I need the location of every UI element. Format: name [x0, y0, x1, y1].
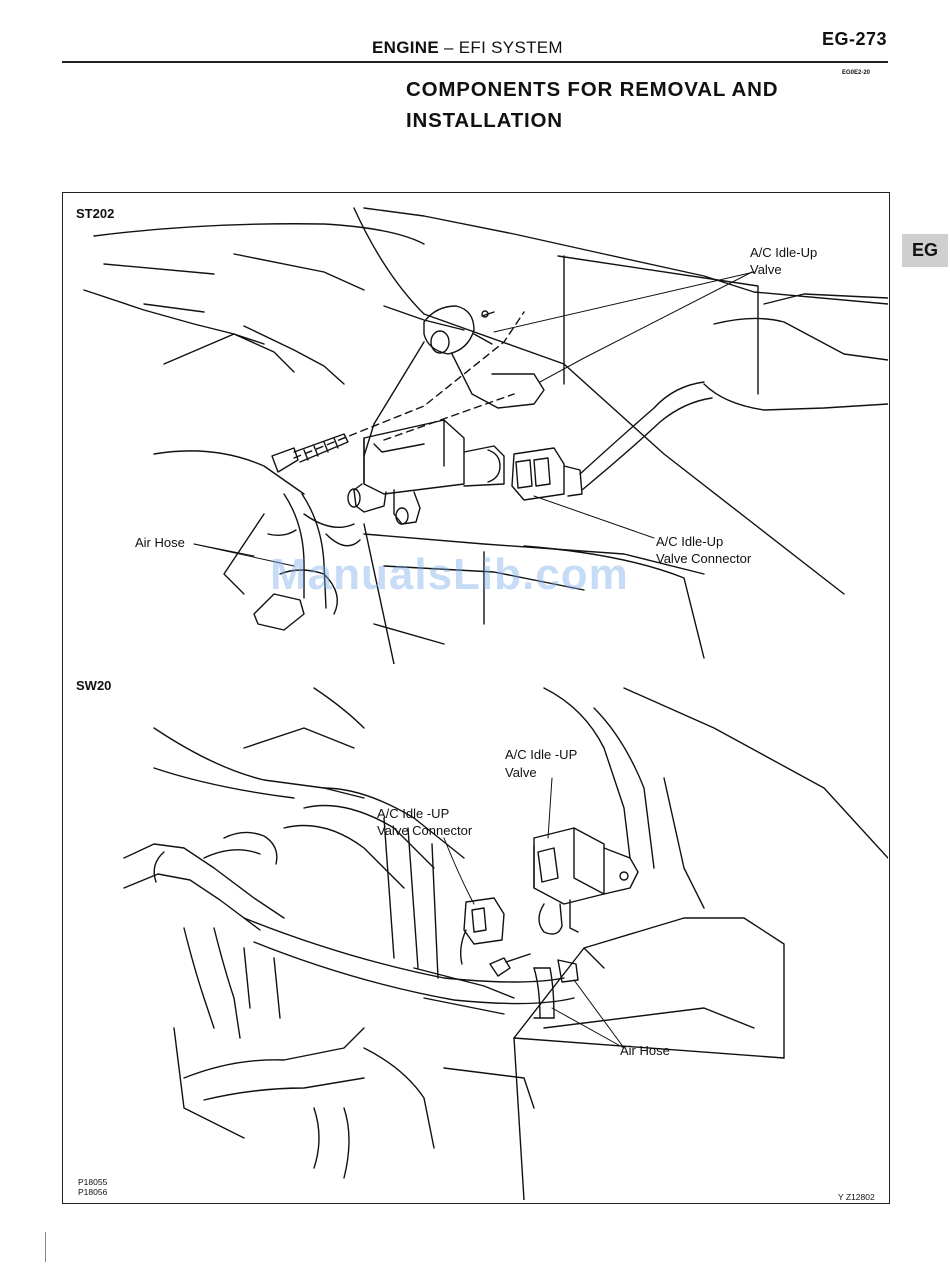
watermark-text: ManualsLib.com	[270, 550, 629, 600]
doc-code: EG0E2-20	[842, 70, 870, 76]
sw20-valve-label-line1: A/C Idle -UP	[505, 747, 577, 763]
st202-air-hose-label: Air Hose	[135, 535, 185, 551]
section-tab: EG	[902, 234, 948, 267]
page-number: EG-273	[822, 29, 887, 50]
section-header: ENGINE – EFI SYSTEM	[372, 38, 563, 58]
page-title: COMPONENTS FOR REMOVAL AND INSTALLATION	[406, 74, 836, 136]
st202-model-label: ST202	[76, 206, 114, 222]
section-header-rest: – EFI SYSTEM	[444, 38, 563, 57]
margin-mark	[45, 1232, 46, 1262]
page-title-line2: INSTALLATION	[406, 105, 836, 136]
figure-id: Y Z12802	[838, 1192, 875, 1202]
header-rule	[62, 61, 888, 63]
figure-code-2: P18056	[78, 1187, 107, 1197]
st202-connector-label-line1: A/C Idle-Up	[656, 534, 723, 550]
sw20-connector-label-line1: A/C Idle -UP	[377, 806, 449, 822]
section-header-bold: ENGINE	[372, 38, 439, 57]
sw20-air-hose-label: Air Hose	[620, 1043, 670, 1059]
sw20-valve-label-line2: Valve	[505, 765, 537, 781]
sw20-connector-label-line2: Valve Connector	[377, 823, 472, 839]
st202-valve-label-line1: A/C Idle-Up	[750, 245, 817, 261]
st202-valve-label-line2: Valve	[750, 262, 782, 278]
page-title-line1: COMPONENTS FOR REMOVAL AND	[406, 74, 836, 105]
figure-code-1: P18055	[78, 1177, 107, 1187]
sw20-model-label: SW20	[76, 678, 111, 694]
st202-connector-label-line2: Valve Connector	[656, 551, 751, 567]
sw20-illustration	[64, 668, 888, 1200]
